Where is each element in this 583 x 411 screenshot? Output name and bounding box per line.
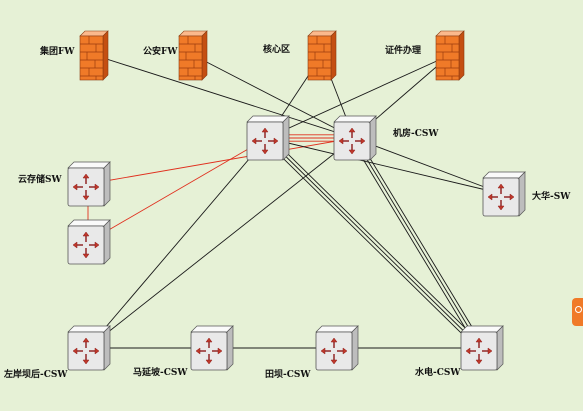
- label-fw-gongan: 公安FW: [143, 47, 178, 57]
- fw-hexin-firewall-icon[interactable]: [307, 30, 337, 81]
- link-storage-2-to-core-1: [87, 137, 268, 243]
- label-fw-jituan: 集团FW: [40, 47, 75, 57]
- link-core-2-to-zuoan: [87, 137, 355, 349]
- storage-1-switch-icon[interactable]: [67, 161, 111, 207]
- dahua-switch-icon[interactable]: [482, 171, 526, 217]
- label-core-2: 机房-CSW: [393, 129, 439, 139]
- link-fw-zhengjian-to-core-1: [266, 54, 451, 139]
- link-core-1-to-dahua: [266, 137, 504, 195]
- link-fw-gongan-to-core-2: [192, 54, 355, 139]
- link-core-2-to-dahua: [353, 137, 504, 195]
- shuidian-switch-icon[interactable]: [460, 325, 504, 371]
- label-dahua: 大华-SW: [532, 192, 571, 202]
- fw-jituan-firewall-icon[interactable]: [79, 30, 109, 81]
- label-zuoan: 左岸坝后-CSW: [4, 370, 68, 380]
- label-shuidian: 水电-CSW: [415, 368, 461, 378]
- link-fw-jituan-to-core-2: [93, 54, 355, 139]
- link-core-2-to-shuidian: [353, 137, 482, 349]
- link-storage-1-to-core-2: [87, 137, 355, 185]
- link-core-1-to-shuidian: [266, 137, 482, 349]
- nodes-layer: [67, 30, 526, 371]
- fw-zhengjian-firewall-icon[interactable]: [435, 30, 465, 81]
- mayan-switch-icon[interactable]: [190, 325, 234, 371]
- core-2-switch-icon[interactable]: [333, 115, 377, 161]
- link-core-1-to-shuidian: [268, 135, 484, 347]
- storage-2-switch-icon[interactable]: [67, 219, 111, 265]
- link-core-2-to-shuidian: [356, 136, 485, 347]
- label-mayan: 马延坡-CSW: [133, 368, 188, 378]
- link-core-1-to-zuoan: [87, 137, 268, 349]
- label-fw-zhengjian: 证件办理: [385, 46, 422, 56]
- label-storage-1: 云存储SW: [18, 175, 62, 185]
- floating-side-icon[interactable]: [572, 298, 583, 326]
- link-core-2-to-shuidian: [350, 139, 479, 350]
- core-1-switch-icon[interactable]: [246, 115, 290, 161]
- links-layer: [87, 54, 504, 351]
- fw-gongan-firewall-icon[interactable]: [178, 30, 208, 81]
- label-fw-hexin: 核心区: [263, 45, 291, 55]
- link-core-1-to-shuidian: [264, 139, 480, 351]
- label-tianba: 田坝-CSW: [265, 370, 311, 380]
- tianba-switch-icon[interactable]: [315, 325, 359, 371]
- zuoan-switch-icon[interactable]: [67, 325, 111, 371]
